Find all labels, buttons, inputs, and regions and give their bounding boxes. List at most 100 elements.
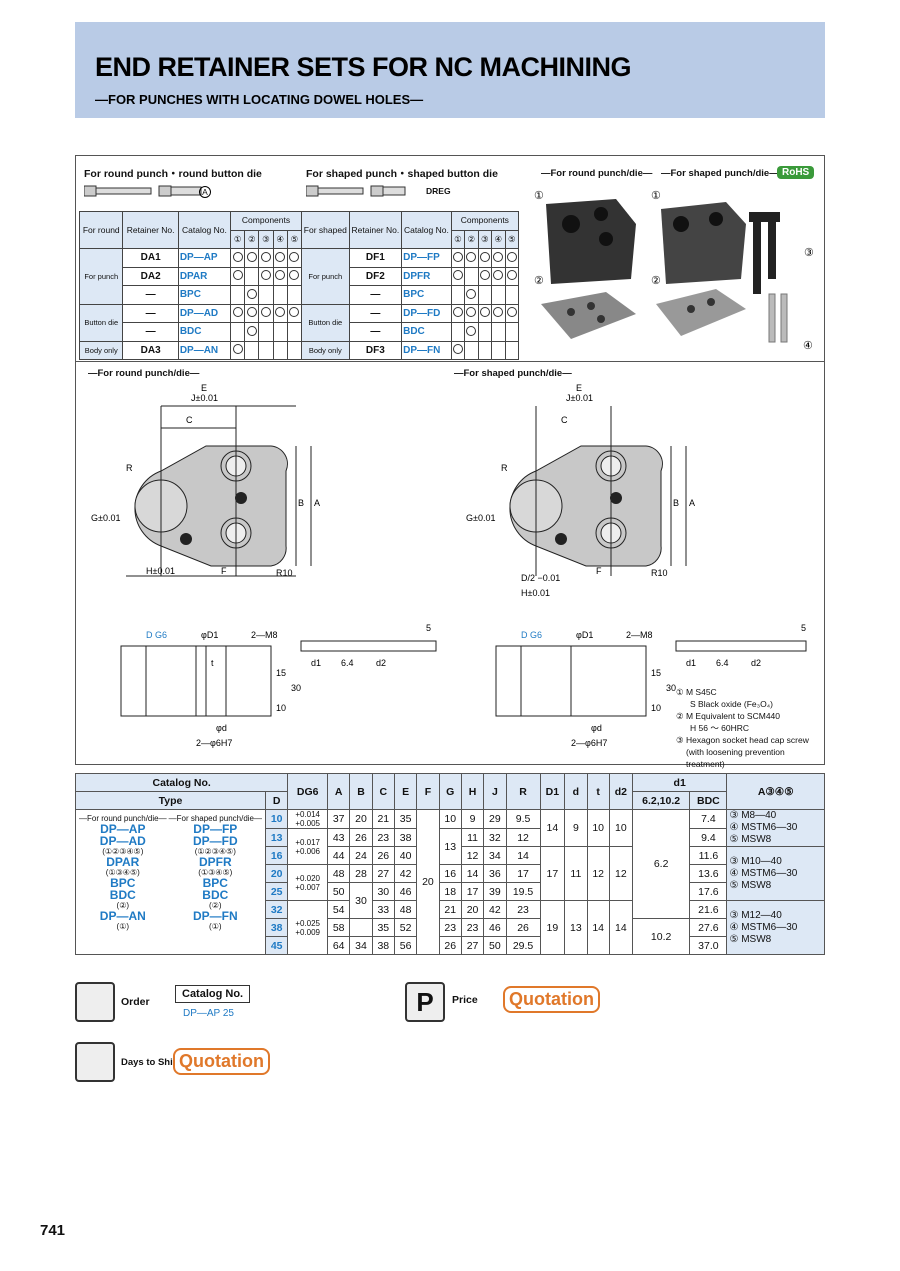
check-circle-icon	[246, 251, 257, 262]
type-label: DPFR	[198, 855, 232, 869]
h-type: For round	[78, 211, 124, 249]
type-label: DP—FD	[192, 834, 238, 848]
svg-text:2—φ6H7: 2—φ6H7	[571, 738, 607, 748]
check-circle-icon	[275, 270, 286, 281]
dim-b: B	[298, 498, 304, 508]
check-circle-icon	[493, 251, 504, 262]
marks-dreg: DREG	[426, 186, 451, 196]
h-n2: ②	[244, 229, 260, 249]
type-label: (①②③④⑤)	[194, 847, 236, 856]
price-quotation: Quotation	[503, 986, 600, 1013]
h-comp: Components	[230, 211, 302, 231]
check-circle-icon	[452, 344, 463, 355]
h-cat: Catalog No.	[177, 211, 232, 249]
dim-t: t	[211, 658, 214, 668]
type-label: DP—FN	[192, 909, 238, 923]
check-circle-icon	[452, 251, 463, 262]
h-ret-s: Retainer No.	[348, 211, 403, 249]
svg-text:R: R	[501, 463, 508, 473]
truck-icon	[75, 1042, 115, 1082]
dim-r: R	[126, 463, 133, 473]
check-circle-icon	[479, 307, 490, 318]
dim-j: J±0.01	[191, 393, 218, 403]
check-circle-icon	[493, 307, 504, 318]
component-row: —BPC	[302, 285, 519, 305]
svg-text:A: A	[689, 498, 695, 508]
dim-sd2: d2	[376, 658, 386, 668]
svg-text:H±0.01: H±0.01	[521, 588, 550, 598]
shaped-drawing: E J±0.01 C R G±0.01 D/2 −0.01 H±0.01 F B…	[466, 383, 807, 748]
check-circle-icon	[289, 251, 300, 262]
dim-c: C	[186, 415, 193, 425]
dim-sd1: d1	[311, 658, 321, 668]
dim-a: A	[314, 498, 320, 508]
shaped-punch-die-icon	[306, 185, 406, 197]
svg-text:d1: d1	[686, 658, 696, 668]
type-label: (①②③④⑤)	[102, 847, 144, 856]
type-label: DP—FP	[193, 822, 238, 836]
rohs-badge: RoHS	[777, 166, 815, 179]
component-row: Button die—DP—AD	[78, 303, 303, 342]
h-type-s: For shaped	[301, 211, 350, 249]
spec-head-cat: Catalog No.	[74, 773, 289, 792]
check-circle-icon	[260, 251, 271, 262]
order-label: Order	[121, 996, 150, 1008]
photo-shaped-label: —For shaped punch/die—	[661, 168, 779, 179]
svg-text:10: 10	[651, 703, 661, 713]
phone-icon	[75, 982, 115, 1022]
check-circle-icon	[232, 270, 243, 281]
check-circle-icon	[232, 344, 243, 355]
ship-label: Days to Ship	[121, 1057, 179, 1068]
check-circle-icon	[275, 251, 286, 262]
svg-text:④: ④	[803, 340, 813, 352]
dim-5: 5	[426, 623, 431, 633]
dim-dg6: D G6	[146, 630, 167, 640]
dim-64: 6.4	[341, 658, 354, 668]
dim-r10: R10	[276, 568, 293, 578]
photo-round-label: —For round punch/die—	[541, 168, 653, 179]
type-label: (①③④⑤)	[198, 868, 233, 877]
svg-text:φD1: φD1	[576, 630, 593, 640]
price-icon: P	[405, 982, 445, 1022]
check-circle-icon	[246, 325, 257, 336]
svg-text:B: B	[673, 498, 679, 508]
dim-f: F	[221, 566, 227, 576]
check-circle-icon	[260, 307, 271, 318]
svg-text:E: E	[576, 383, 582, 393]
product-photos: ①② ①② ③ ④ ⑤	[534, 190, 814, 352]
svg-text:G±0.01: G±0.01	[466, 513, 495, 523]
check-circle-icon	[246, 307, 257, 318]
h-n3: ③	[258, 229, 274, 249]
svg-text:2—M8: 2—M8	[626, 630, 653, 640]
h-comp-s: Components	[450, 211, 520, 231]
type-label: DP—AP	[100, 822, 146, 836]
type-label: DP—AD	[99, 834, 146, 848]
svg-text:①: ①	[534, 190, 544, 202]
svg-text:5: 5	[801, 623, 806, 633]
svg-text:②: ②	[534, 275, 544, 287]
dim-dowel: 2—φ6H7	[196, 738, 232, 748]
check-circle-icon	[466, 251, 477, 262]
svg-text:C: C	[561, 415, 568, 425]
svg-text:30: 30	[666, 683, 676, 693]
h-n1: ①	[230, 229, 246, 249]
check-circle-icon	[506, 270, 517, 281]
shaped-set-title: For shaped punch・shaped button die	[306, 168, 498, 180]
dim-d: φd	[216, 723, 227, 733]
divider	[76, 361, 824, 362]
svg-text:F: F	[596, 566, 602, 576]
svg-text:①: ①	[651, 190, 661, 202]
dim-15: 15	[276, 668, 286, 678]
check-circle-icon	[275, 307, 286, 318]
drawing-shaped-label: —For shaped punch/die—	[454, 368, 572, 379]
check-circle-icon	[493, 270, 504, 281]
check-circle-icon	[246, 288, 257, 299]
